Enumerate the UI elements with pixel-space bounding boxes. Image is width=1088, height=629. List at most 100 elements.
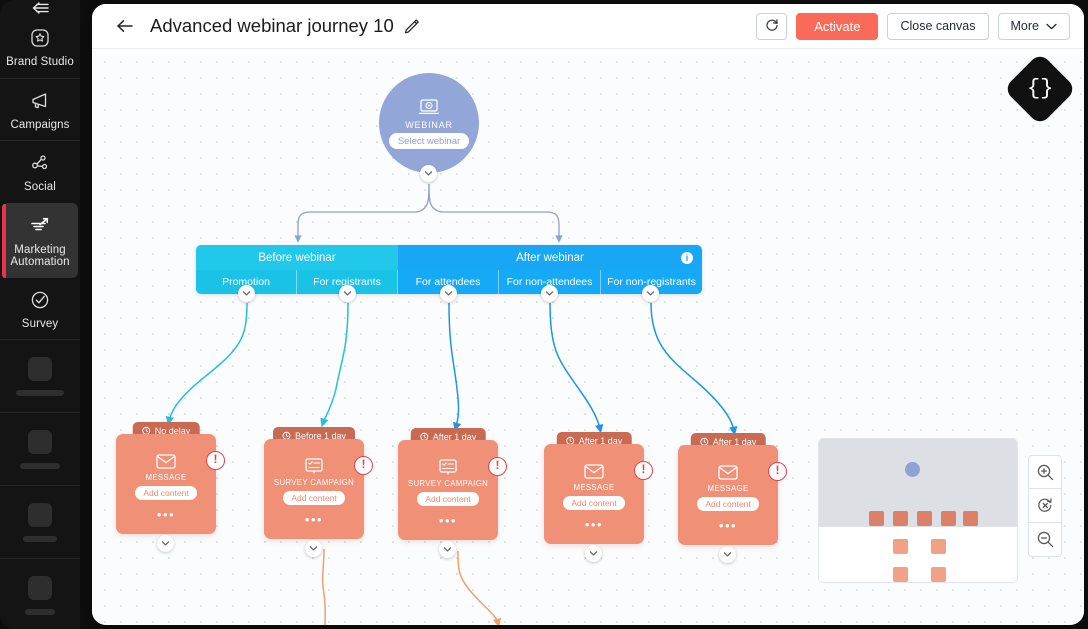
card-output-port[interactable] <box>719 546 736 563</box>
activate-button[interactable]: Activate <box>796 12 879 40</box>
trigger-type-label: WEBINAR <box>405 120 453 130</box>
card-menu-button[interactable]: ••• <box>156 507 176 522</box>
sidebar-placeholder-item <box>0 412 80 485</box>
card-error-badge[interactable]: ! <box>354 456 373 475</box>
branch-output-port-for-non-registrants[interactable] <box>642 285 659 302</box>
connector-edges <box>165 183 738 625</box>
card-output-port[interactable] <box>439 541 456 558</box>
minimap-node <box>869 511 884 526</box>
sidebar-item-marketing-automation[interactable]: Marketing Automation <box>2 202 78 278</box>
braces-icon: {} <box>1026 76 1054 101</box>
placeholder-label <box>25 609 55 615</box>
segment-branch-label: For non-registrants <box>607 276 696 288</box>
card-menu-button[interactable]: ••• <box>304 512 324 527</box>
sidebar-item-label: Campaigns <box>10 118 70 131</box>
card-error-badge[interactable]: ! <box>634 461 653 480</box>
placeholder-icon <box>28 430 52 454</box>
card-type-label: SURVEY CAMPAIGN <box>273 478 355 487</box>
branch-output-port-for-registrants[interactable] <box>339 285 356 302</box>
trigger-node-webinar[interactable]: WEBINAR Select webinar <box>379 73 479 173</box>
trigger-output-port[interactable] <box>420 165 437 182</box>
sidebar-item-brand-studio[interactable]: Brand Studio <box>0 16 80 78</box>
card-type-label: MESSAGE <box>145 473 187 482</box>
minimap-node <box>893 539 908 554</box>
survey-icon <box>437 458 459 476</box>
card-body[interactable]: MESSAGE Add content ••• ! <box>544 444 653 544</box>
segment-group-before-webinar[interactable]: Before webinar <box>196 245 398 270</box>
refresh-button[interactable] <box>756 12 788 40</box>
placeholder-icon <box>28 357 52 381</box>
card-error-badge[interactable]: ! <box>206 451 225 470</box>
canvas-minimap[interactable] <box>818 438 1018 583</box>
branch-output-port-for-non-attendees[interactable] <box>541 285 558 302</box>
card-type-label: MESSAGE <box>573 483 615 492</box>
segment-group-label: Before webinar <box>258 251 336 264</box>
card-menu-button[interactable]: ••• <box>438 513 458 528</box>
segment-branch-label: For registrants <box>313 276 381 288</box>
card-output-port[interactable] <box>585 545 602 562</box>
segment-groups: Before webinar After webinar i <box>196 245 702 270</box>
zoom-controls <box>1028 455 1062 557</box>
card-body[interactable]: MESSAGE Add content ••• ! <box>678 445 787 545</box>
card-body[interactable]: SURVEY CAMPAIGN Add content ••• ! <box>264 439 373 539</box>
sidebar-item-survey[interactable]: Survey <box>0 278 80 340</box>
add-content-button[interactable]: Add content <box>697 497 759 511</box>
branch-output-port-promotion[interactable] <box>238 285 255 302</box>
add-content-button[interactable]: Add content <box>563 496 625 510</box>
card-body[interactable]: MESSAGE Add content ••• ! <box>116 434 225 534</box>
minimap-node <box>931 539 946 554</box>
sidebar-placeholder-item <box>0 485 80 558</box>
chevron-down-icon <box>545 291 554 296</box>
add-content-button[interactable]: Add content <box>417 492 479 506</box>
zoom-reset-icon <box>1037 498 1052 512</box>
zoom-out-button[interactable] <box>1028 523 1062 557</box>
close-canvas-button[interactable]: Close canvas <box>887 12 989 40</box>
page-title: Advanced webinar journey 10 <box>150 15 394 36</box>
segment-group-after-webinar[interactable]: After webinar i <box>398 245 702 270</box>
zoom-in-button[interactable] <box>1028 455 1062 489</box>
minimap-node <box>893 511 908 526</box>
chevron-down-icon <box>723 552 732 557</box>
main-sidebar: Brand Studio Campaigns Social <box>0 0 80 629</box>
back-arrow-icon[interactable] <box>114 15 136 37</box>
branch-output-port-for-attendees[interactable] <box>440 285 457 302</box>
minimap-node <box>941 511 956 526</box>
segment-group-label: After webinar <box>516 251 584 264</box>
webinar-screen-icon <box>417 97 441 117</box>
segment-branch-label: For attendees <box>415 276 481 288</box>
add-content-button[interactable]: Add content <box>283 491 345 505</box>
chevron-down-icon <box>443 547 452 552</box>
card-output-port[interactable] <box>157 535 174 552</box>
envelope-icon <box>155 452 177 470</box>
pencil-icon[interactable] <box>403 17 421 35</box>
card-output-port[interactable] <box>305 540 322 557</box>
card-error-badge[interactable]: ! <box>768 462 787 481</box>
check-circle-icon <box>27 287 53 313</box>
card-error-badge[interactable]: ! <box>488 457 507 476</box>
card-body[interactable]: SURVEY CAMPAIGN Add content ••• ! <box>398 440 507 540</box>
select-webinar-button[interactable]: Select webinar <box>388 133 470 149</box>
more-label: More <box>1010 19 1039 33</box>
sidebar-item-campaigns[interactable]: Campaigns <box>0 77 80 141</box>
more-button[interactable]: More <box>997 12 1070 40</box>
sidebar-item-social[interactable]: Social <box>0 140 80 203</box>
add-content-button[interactable]: Add content <box>135 486 197 500</box>
card-delay-label: After 1 day <box>578 435 623 446</box>
minimap-node <box>893 567 908 582</box>
collapse-sidebar-button[interactable] <box>0 0 80 16</box>
minimap-node <box>963 511 978 526</box>
journey-canvas[interactable]: {} WEBINAR Select webinar Before webi <box>92 49 1084 625</box>
zoom-reset-button[interactable] <box>1028 489 1062 523</box>
brand-studio-icon <box>27 25 53 51</box>
segment-branch-for-non-registrants[interactable]: For non-registrants <box>601 270 702 294</box>
survey-icon <box>303 457 325 475</box>
card-type-label: SURVEY CAMPAIGN <box>407 479 489 488</box>
card-delay-label: After 1 day <box>712 436 757 447</box>
minimap-node <box>917 511 932 526</box>
card-menu-button[interactable]: ••• <box>584 517 604 532</box>
chevron-down-icon <box>444 291 453 296</box>
app-window: Advanced webinar journey 10 Activate Clo… <box>92 4 1084 625</box>
placeholder-icon <box>28 576 52 600</box>
card-menu-button[interactable]: ••• <box>718 518 738 533</box>
info-icon[interactable]: i <box>681 251 693 264</box>
